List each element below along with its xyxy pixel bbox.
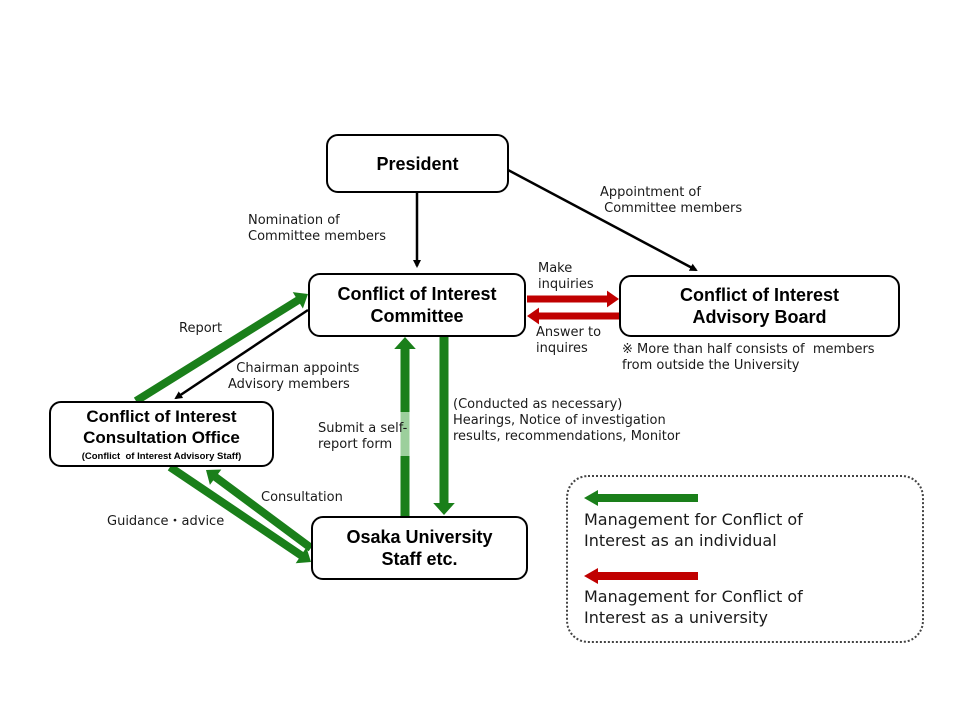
label-chairman-appoints: Chairman appoints Advisory members: [228, 361, 360, 392]
arrow-appointment: [507, 168, 698, 272]
arrow-guidance-advice: [167, 463, 311, 564]
arrow-chairman-appoints: [174, 308, 309, 400]
legend: Management for Conflict of Interest as a…: [566, 475, 924, 643]
label-answer-to-inquires: Answer to inquires: [536, 325, 602, 356]
arrow-answer-to-inquires: [527, 307, 619, 325]
label-self-report: Submit a self- report form: [318, 421, 408, 452]
legend-arrow-individual: [584, 490, 698, 506]
label-appointment: Appointment of Committee members: [600, 185, 743, 216]
consultation-office-node: Conflict of Interest Consultation Office…: [49, 401, 274, 467]
advisory-board-label: Conflict of Interest Advisory Board: [679, 285, 839, 327]
legend-arrow-university: [584, 568, 698, 584]
label-advisory-note: ※ More than half consists of members fro…: [622, 342, 875, 373]
consultation-office-label: Conflict of Interest Consultation Office: [83, 406, 240, 447]
staff-label: Osaka University Staff etc.: [346, 527, 493, 569]
legend-label-individual: Management for Conflict of Interest as a…: [584, 510, 803, 550]
committee-label: Conflict of Interest Committee: [337, 284, 497, 326]
label-highlight: [400, 412, 410, 456]
consultation-office-sublabel: (Conflict of Interest Advisory Staff): [81, 450, 242, 462]
label-guidance-advice: Guidance・advice: [107, 514, 225, 529]
label-consultation: Consultation: [261, 490, 343, 505]
arrow-conducted-as-necessary: [433, 337, 455, 515]
label-report: Report: [179, 321, 223, 336]
label-nomination: Nomination of Committee members: [248, 213, 386, 244]
arrow-make-inquiries: [527, 290, 619, 308]
president-label: President: [376, 153, 459, 174]
arrow-consultation: [206, 469, 314, 552]
arrow-report: [133, 292, 308, 405]
staff-node: Osaka University Staff etc.: [311, 516, 528, 580]
label-conducted-as-necessary: (Conducted as necessary) Hearings, Notic…: [453, 397, 681, 444]
committee-node: Conflict of Interest Committee: [308, 273, 526, 337]
advisory-board-node: Conflict of Interest Advisory Board: [619, 275, 900, 337]
president-node: President: [326, 134, 509, 193]
label-make-inquiries: Make inquiries: [538, 261, 594, 292]
legend-label-university: Management for Conflict of Interest as a…: [584, 587, 803, 627]
